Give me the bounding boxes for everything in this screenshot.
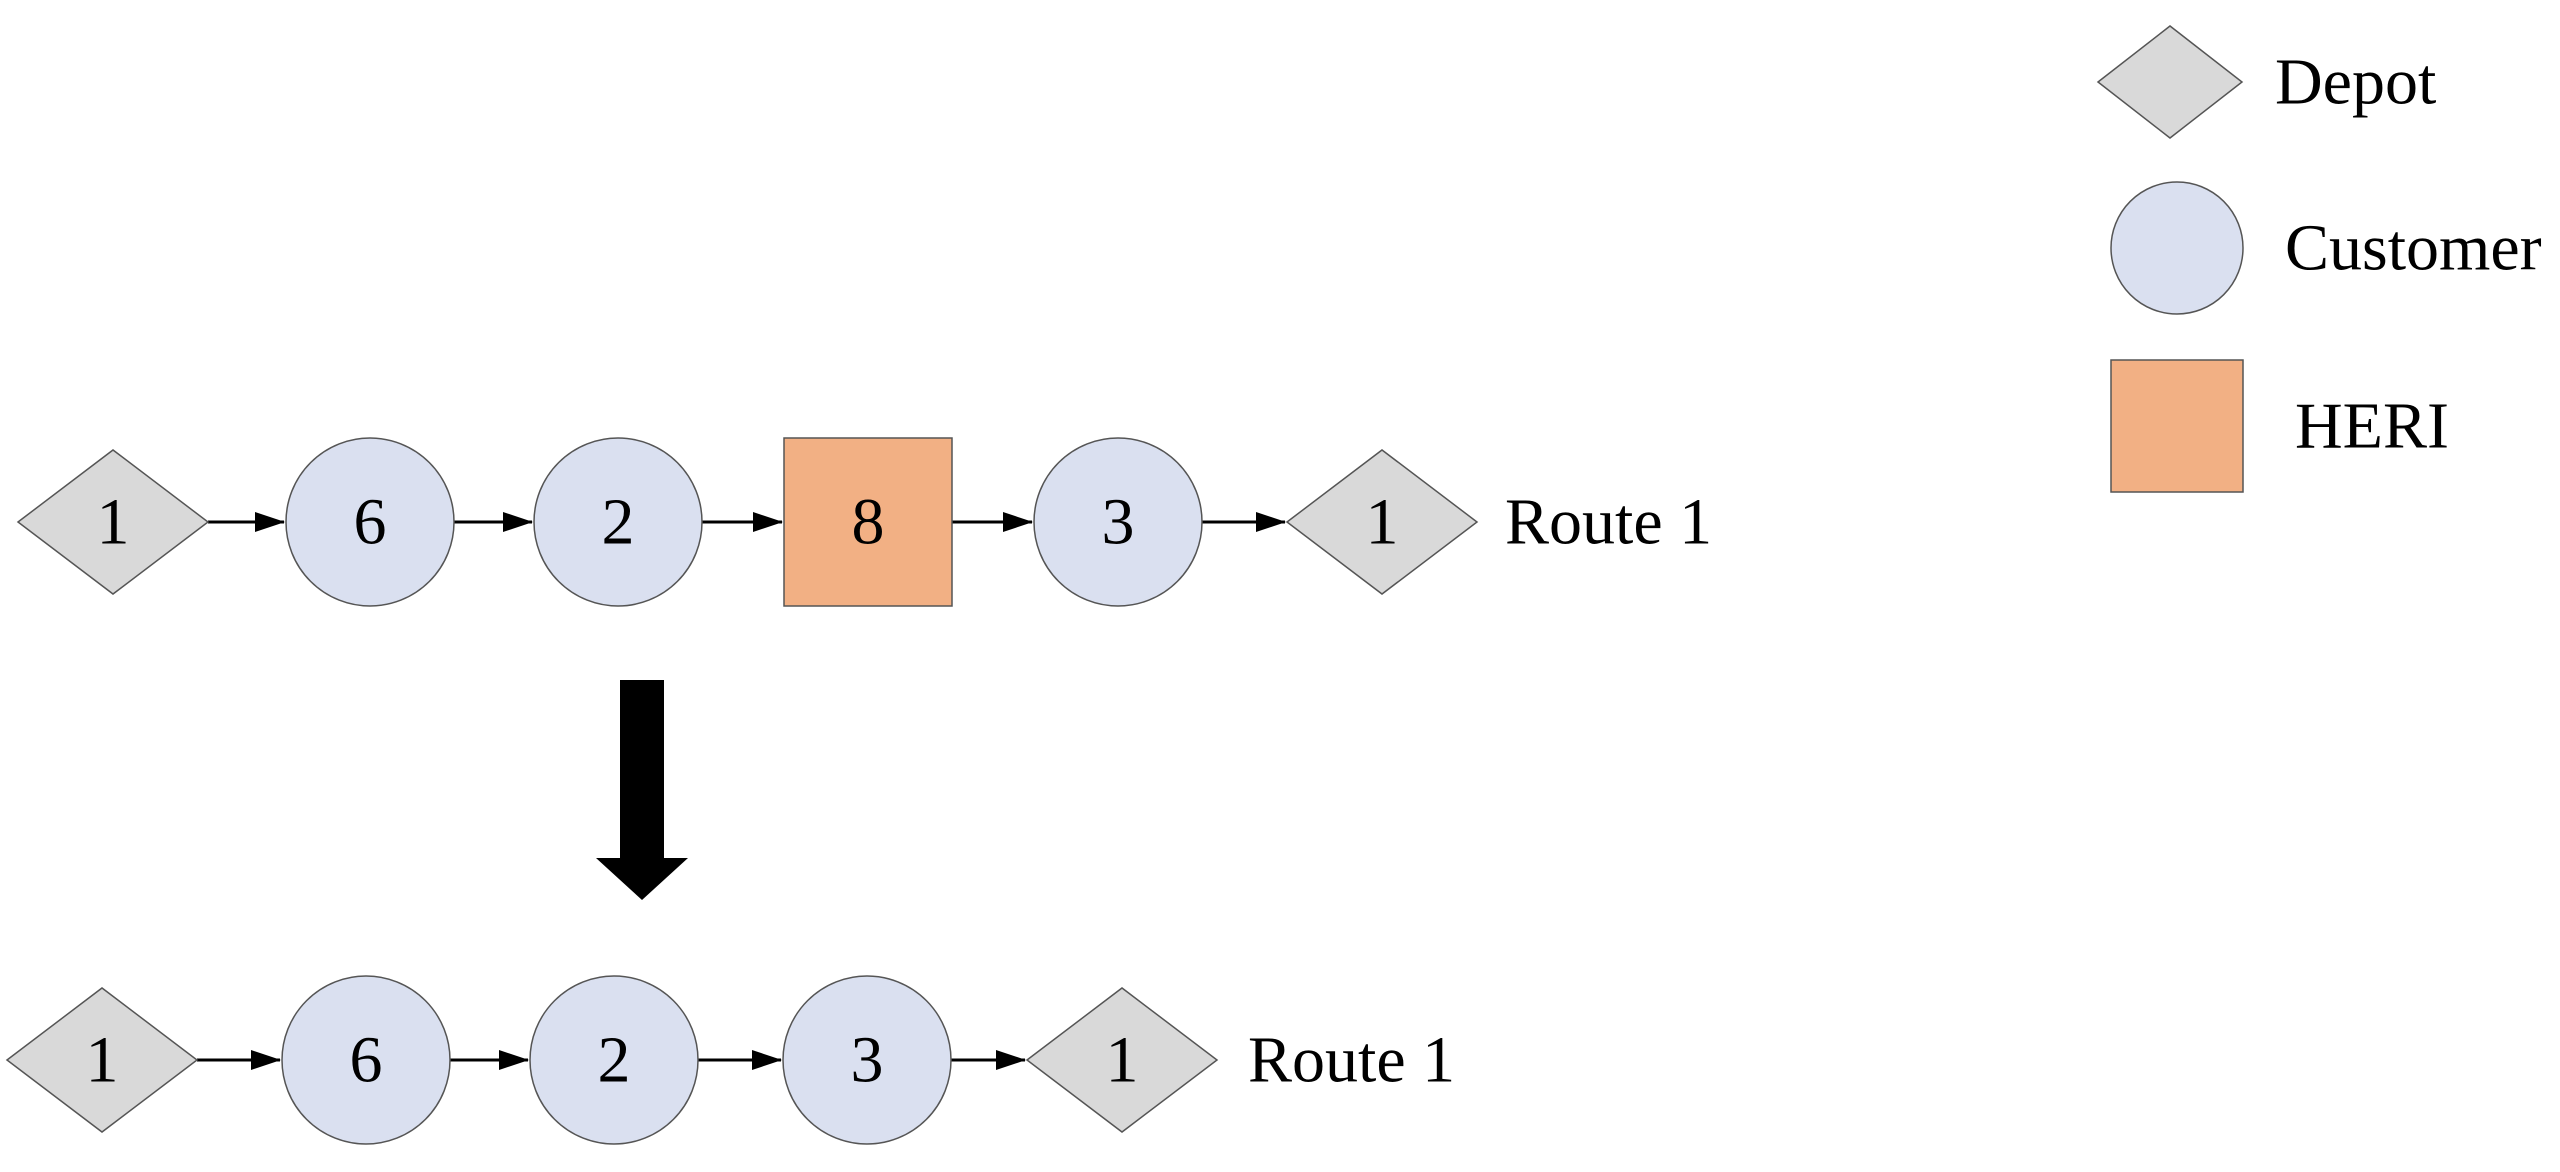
node-id-label: 3 <box>851 1024 884 1097</box>
legend-item-customer: Customer <box>2110 181 2542 315</box>
route-label: Route 1 <box>1505 486 1712 559</box>
legend-label: HERI <box>2295 390 2449 463</box>
transformation-arrow <box>596 680 688 900</box>
node-id-label: 8 <box>852 486 885 559</box>
depot-shape <box>16 449 210 595</box>
legend-label: Depot <box>2275 46 2436 119</box>
route-node-depot: 1 <box>1285 449 1479 595</box>
customer-shape <box>533 437 703 607</box>
legend-label: Customer <box>2285 212 2542 285</box>
node-id-label: 2 <box>602 486 635 559</box>
route-node-depot: 1 <box>1025 987 1219 1133</box>
depot-shape <box>1285 449 1479 595</box>
route-node-customer: 2 <box>533 437 703 607</box>
node-id-label: 2 <box>598 1024 631 1097</box>
node-id-label: 6 <box>354 486 387 559</box>
customer-shape <box>529 975 699 1145</box>
customer-shape <box>285 437 455 607</box>
node-id-label: 1 <box>97 486 130 559</box>
route-node-depot: 1 <box>5 987 199 1133</box>
route-node-customer: 6 <box>281 975 451 1145</box>
node-id-label: 1 <box>1106 1024 1139 1097</box>
transformation-arrow-shaft <box>620 680 664 860</box>
customer-shape <box>782 975 952 1145</box>
route-node-customer: 2 <box>529 975 699 1145</box>
legend-swatch-depot <box>2096 25 2244 139</box>
route-row: 1 6 2 8 3 1 Route 1 <box>16 437 1712 607</box>
depot-shape <box>5 987 199 1133</box>
legend-swatch-heri <box>2110 359 2244 493</box>
legend-item-depot: Depot <box>2096 25 2436 139</box>
node-id-label: 1 <box>86 1024 119 1097</box>
route-node-heri: 8 <box>783 437 953 607</box>
depot-shape <box>1025 987 1219 1133</box>
route-node-depot: 1 <box>16 449 210 595</box>
route-node-customer: 3 <box>782 975 952 1145</box>
transformation-arrow-head <box>596 858 688 900</box>
legend-swatch-customer <box>2110 181 2244 315</box>
route-node-customer: 3 <box>1033 437 1203 607</box>
node-id-label: 6 <box>350 1024 383 1097</box>
route-node-customer: 6 <box>285 437 455 607</box>
heri-shape <box>783 437 953 607</box>
legend-item-heri: HERI <box>2110 359 2449 493</box>
node-id-label: 1 <box>1366 486 1399 559</box>
route-row: 1 6 2 3 1 Route 1 <box>5 975 1455 1145</box>
route-label: Route 1 <box>1248 1024 1455 1097</box>
customer-shape <box>1033 437 1203 607</box>
node-id-label: 3 <box>1102 486 1135 559</box>
customer-shape <box>281 975 451 1145</box>
